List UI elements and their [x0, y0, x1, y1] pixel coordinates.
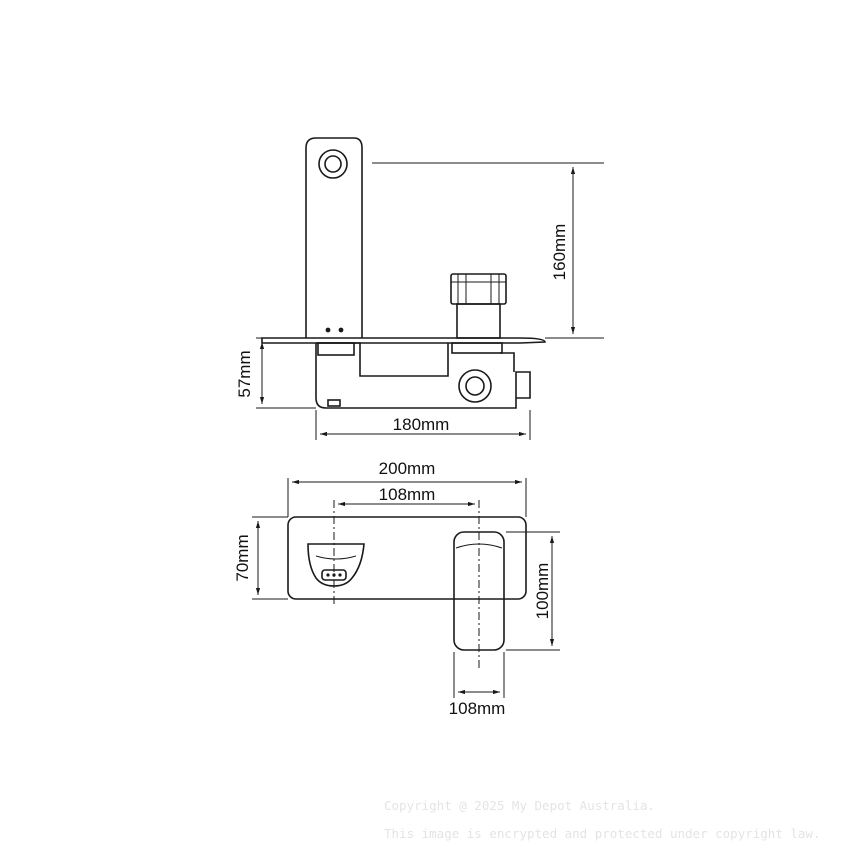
spout-screw-left [325, 327, 331, 333]
dim-label-160: 160mm [550, 224, 569, 281]
side-view: 160mm 57mm 180mm [235, 137, 604, 440]
front-wall-plate [287, 516, 527, 600]
dim-label-108-bottom: 108mm [449, 699, 506, 718]
wall-plate [261, 337, 546, 344]
dim-label-200: 200mm [379, 459, 436, 478]
dim-label-70: 70mm [233, 534, 252, 581]
dim-label-180: 180mm [393, 415, 450, 434]
body-collar-right [451, 342, 503, 354]
body-collar-left [317, 342, 355, 356]
watermark-line-2: This image is encrypted and protected un… [384, 826, 821, 841]
spout-outlet-outer [318, 149, 348, 179]
spout-screw-right [338, 327, 344, 333]
inlet-inner [465, 376, 485, 396]
outlet-nub [327, 399, 341, 407]
handle-stem [456, 303, 501, 339]
watermark-line-1: Copyright @ 2025 My Depot Australia. [384, 798, 655, 813]
spout-outline [305, 137, 363, 338]
dim-label-100: 100mm [533, 563, 552, 620]
front-view: 200mm 108mm 70mm 100mm 108mm [233, 459, 560, 718]
dim-label-108-top: 108mm [379, 485, 436, 504]
handle-cap [450, 273, 507, 305]
dim-label-57: 57mm [235, 350, 254, 397]
spout-outlet-inner [324, 155, 342, 173]
inlet-outer [458, 369, 492, 403]
